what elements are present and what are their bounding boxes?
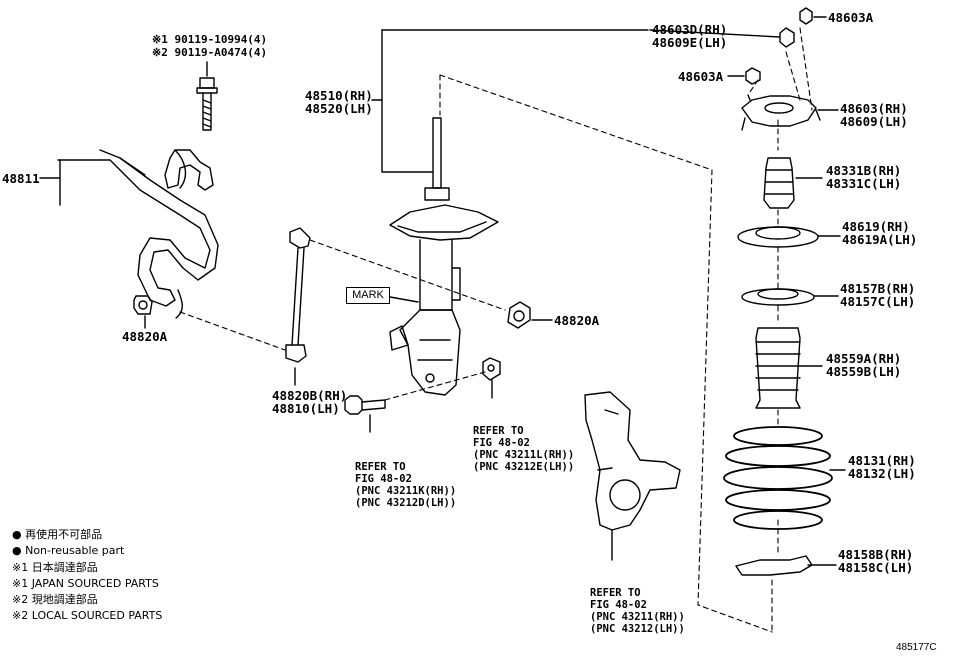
label-support-lh: 48609(LH): [840, 114, 908, 129]
label-insulator-rh: 48157B(RH): [840, 281, 916, 296]
label-link-rh: 48820B(RH): [272, 388, 348, 403]
upper-support: [741, 94, 821, 131]
legend-nonreusable-jp: ● 再使用不可部品: [12, 528, 103, 541]
nut-48603d: [779, 27, 795, 48]
nut-48603a-top: [799, 7, 813, 25]
bolt-note-2: ※2 90119-A0474(4): [152, 46, 268, 59]
lower-insulator: [735, 555, 813, 576]
stabilizer-bar: [57, 149, 219, 319]
label-48820a-right: 48820A: [554, 313, 600, 328]
bound-bumper: [763, 157, 795, 209]
mark-box: MARK: [346, 287, 390, 304]
label-support-rh: 48603(RH): [840, 101, 908, 116]
dashed-leaders: [179, 27, 813, 633]
label-spring-rh: 48131(RH): [848, 453, 916, 468]
legend-nonreusable-en: ● Non-reusable part: [12, 544, 125, 557]
knuckle-nut: [482, 357, 501, 381]
steering-knuckle: [584, 391, 681, 531]
bracket-bolt: [196, 77, 218, 131]
legend-local-jp: ※2 現地調達部品: [12, 593, 98, 606]
upper-spring-seat: [737, 226, 819, 248]
label-lower-insulator-rh: 48158B(RH): [838, 547, 914, 562]
label-bumper-rh: 48331B(RH): [826, 163, 902, 178]
stabilizer-bracket: [164, 149, 214, 191]
legend-japan-en: ※1 JAPAN SOURCED PARTS: [12, 577, 159, 590]
bushing-right: [507, 301, 531, 329]
label-bumper-lh: 48331C(LH): [826, 176, 902, 191]
label-strut-lh: 48520(LH): [305, 101, 373, 116]
dust-boot: [755, 327, 801, 409]
label-insulator-lh: 48157C(LH): [840, 294, 916, 309]
label-boot-rh: 48559A(RH): [826, 351, 902, 366]
label-lower-insulator-lh: 48158C(LH): [838, 560, 914, 575]
label-48603a-mid: 48603A: [678, 69, 724, 84]
strut-assembly: [389, 117, 499, 396]
label-48609e: 48609E(LH): [652, 35, 728, 50]
legend-japan-jp: ※1 日本調達部品: [12, 561, 98, 574]
label-boot-lh: 48559B(LH): [826, 364, 902, 379]
label-48811: 48811: [2, 171, 40, 186]
label-strut-rh: 48510(RH): [305, 88, 373, 103]
label-48820a-left: 48820A: [122, 329, 168, 344]
stabilizer-link: [285, 227, 311, 363]
label-seat-lh: 48619A(LH): [842, 232, 918, 247]
bushing-left: [133, 295, 153, 315]
nut-48603a-mid: [745, 67, 761, 85]
spring-insulator: [741, 288, 815, 306]
label-link-lh: 48810(LH): [272, 401, 340, 416]
figure-id: 485177C: [896, 642, 937, 653]
label-48603d: 48603D(RH): [652, 22, 728, 37]
knuckle-bolt: [344, 395, 386, 415]
bolt-note-1: ※1 90119-10994(4): [152, 33, 268, 46]
label-spring-lh: 48132(LH): [848, 466, 916, 481]
coil-spring: [723, 426, 833, 530]
label-seat-rh: 48619(RH): [842, 219, 910, 234]
legend-local-en: ※2 LOCAL SOURCED PARTS: [12, 609, 163, 622]
label-48603a-top: 48603A: [828, 10, 874, 25]
